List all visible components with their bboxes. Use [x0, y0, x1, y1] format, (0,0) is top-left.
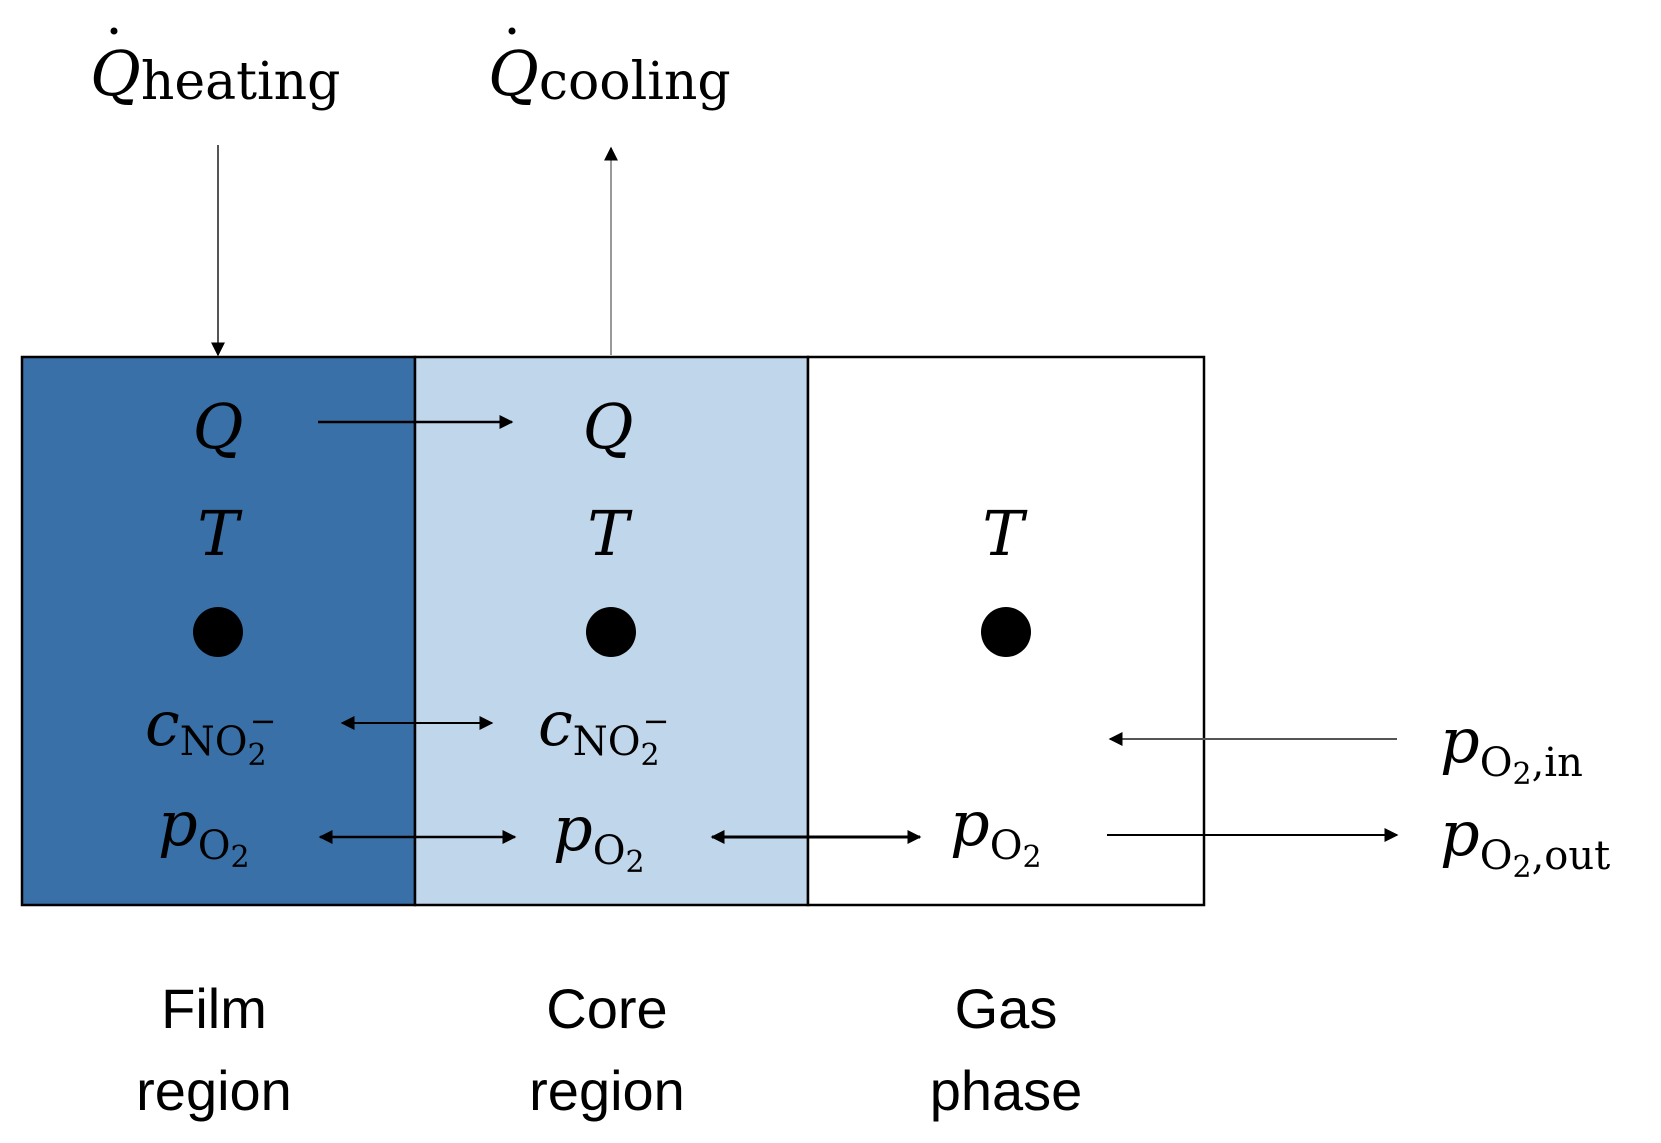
heating-flux-symbol: Q — [90, 37, 141, 110]
gas-node-dot — [981, 607, 1031, 657]
gas-outlet-label: pO2,out — [1440, 797, 1610, 885]
cooling-flux-symbol: Q — [488, 37, 539, 110]
core-node-dot — [586, 607, 636, 657]
gas-pressure-symbol: pO2 — [950, 787, 1042, 875]
core-region-caption-line1: Core — [546, 977, 667, 1040]
gas-phase-caption-line1: Gas — [955, 977, 1058, 1040]
core-temperature-symbol: T — [587, 497, 633, 570]
heating-flux-dot — [110, 27, 118, 35]
gas-inlet-label: pO2,in — [1440, 704, 1583, 792]
film-node-dot — [193, 607, 243, 657]
core-concentration-symbol: cNO2− — [538, 687, 669, 773]
heating-flux-subscript: heating — [141, 52, 341, 112]
film-region-caption-line2: region — [136, 1059, 292, 1122]
film-region-caption-line1: Film — [161, 977, 267, 1040]
gas-phase-caption-line2: phase — [930, 1059, 1083, 1122]
core-region-caption-line2: region — [529, 1059, 685, 1122]
cooling-flux-label: Qcooling — [488, 27, 731, 112]
svg-text:Qcooling: Qcooling — [488, 37, 731, 112]
film-concentration-symbol: cNO2− — [145, 687, 276, 773]
core-heat-symbol: Q — [583, 390, 634, 463]
film-heat-symbol: Q — [193, 390, 244, 463]
film-pressure-symbol: pO2 — [158, 787, 250, 875]
core-pressure-symbol: pO2 — [553, 792, 645, 880]
film-temperature-symbol: T — [197, 497, 243, 570]
svg-text:Qheating: Qheating — [90, 37, 340, 112]
cooling-flux-dot — [508, 27, 516, 35]
gas-temperature-symbol: T — [982, 497, 1028, 570]
cooling-flux-subscript: cooling — [539, 52, 731, 112]
heating-flux-label: Qheating — [90, 27, 340, 112]
